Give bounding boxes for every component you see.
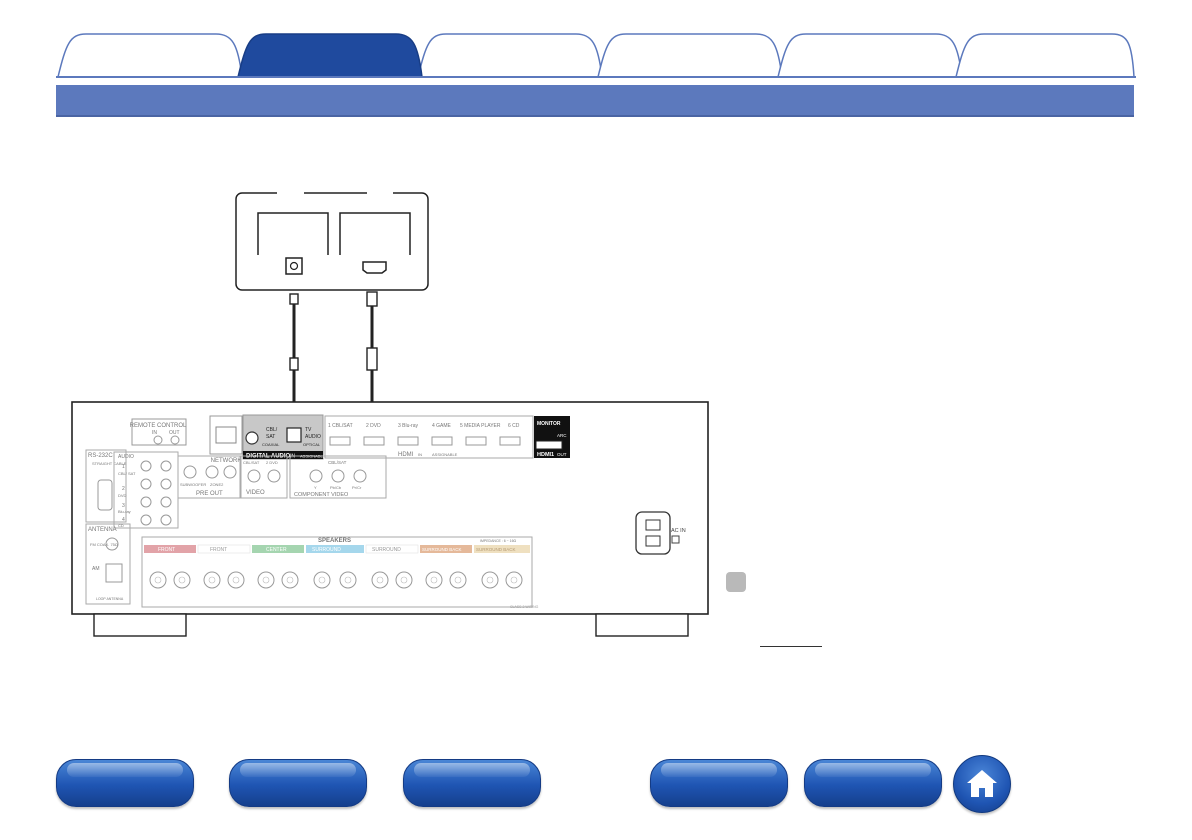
audio-label: AUDIO	[118, 454, 134, 460]
reference-underline	[760, 646, 822, 647]
tab-4[interactable]	[597, 33, 783, 78]
hdmi-in-label: IN	[418, 452, 422, 457]
coaxial-sat-label: SAT	[266, 434, 275, 440]
video-label: VIDEO	[246, 490, 265, 496]
connection-diagram: REMOTE CONTROL IN OUT NETWORK CBL/ SAT C…	[71, 191, 709, 637]
surround-r-label: SURROUND	[372, 547, 401, 553]
optical-label: OPTICAL	[303, 442, 321, 447]
rc-in-label: IN	[152, 430, 157, 436]
hdmi-in-3-label: 3 Blu-ray	[398, 423, 419, 429]
nav-button-1[interactable]	[56, 759, 194, 807]
front-r-label: FRONT	[210, 547, 227, 553]
optical-tv-label: TV	[305, 427, 312, 433]
home-button[interactable]	[953, 755, 1011, 813]
remote-control-label: REMOTE CONTROL	[130, 423, 187, 429]
audio-2-label: 2	[122, 486, 125, 492]
nav-button-5[interactable]	[804, 759, 942, 807]
zone2-label: ZONE2	[210, 482, 224, 487]
tab-1[interactable]	[57, 33, 243, 78]
video-dvd-label: 2 DVD	[266, 460, 278, 465]
video-cbl-sat-label: CBL/SAT	[243, 460, 260, 465]
component-pb-label: Pb/Cb	[330, 485, 342, 490]
component-pr-label: Pr/Cr	[352, 485, 362, 490]
audio-cd-label: CD	[118, 523, 124, 528]
class2-label: CLASS 2 WIRING	[510, 605, 539, 609]
tv-device	[235, 191, 429, 291]
hdmi-in-6-label: 6 CD	[508, 423, 520, 429]
hdmi-in-2-label: 2 DVD	[366, 423, 381, 429]
optical-audio-label: AUDIO	[305, 434, 321, 440]
hdmi-in-1-label: 1 CBL/SAT	[328, 423, 353, 429]
hdmi-label: HDMI	[398, 452, 414, 458]
ac-in-label: AC IN	[671, 528, 686, 534]
hdmi-out-label: OUT	[557, 452, 567, 457]
hdmi-in-4-label: 4 GAME	[432, 423, 452, 429]
nav-button-4[interactable]	[650, 759, 788, 807]
audio-dvd-label: DVD	[118, 493, 127, 498]
front-label: FRONT	[158, 547, 175, 553]
hdmi-assignable-label: ASSIGNABLE	[432, 452, 458, 457]
subwoofer-label: SUBWOOFER	[180, 482, 206, 487]
chapter-tabs	[56, 32, 1136, 78]
tv-hdmi-port	[362, 261, 387, 274]
monitor-label: MONITOR	[537, 421, 561, 427]
hdmi-in-5-label: 5 MEDIA PLAYER	[460, 423, 501, 429]
coaxial-cbl-label: CBL/	[266, 427, 278, 433]
rs232c-label: RS-232C	[88, 453, 113, 459]
audio-cbl-sat-label: CBL/ SAT	[118, 471, 136, 476]
audio-bluray-label: Blu-ray	[118, 509, 131, 514]
straight-cable-label: STRAIGHT CABLE	[92, 461, 127, 466]
pre-out-label: PRE OUT	[196, 491, 223, 497]
section-header-bar	[56, 85, 1134, 117]
nav-button-3[interactable]	[403, 759, 541, 807]
hdmi1-label: HDMI1	[537, 452, 554, 458]
tab-5[interactable]	[777, 33, 963, 78]
surround-back-r-label: SURROUND BACK	[476, 547, 516, 552]
nav-button-2[interactable]	[229, 759, 367, 807]
impedance-label: IMPEDANCE : 6 ~ 16Ω	[480, 539, 517, 543]
coaxial-label: COAXIAL	[262, 442, 280, 447]
audio-4-label: 4	[122, 517, 125, 523]
component-cbl-sat-label: CBL/SAT	[328, 460, 347, 465]
home-icon	[967, 770, 997, 797]
antenna-label: ANTENNA	[88, 527, 117, 533]
surround-back-label: SURROUND BACK	[422, 547, 462, 552]
receiver-rear-panel: REMOTE CONTROL IN OUT NETWORK CBL/ SAT C…	[71, 401, 709, 637]
arc-label: ARC	[557, 433, 567, 438]
tab-3[interactable]	[417, 33, 603, 78]
tab-6[interactable]	[955, 33, 1135, 78]
note-bullet-icon	[726, 572, 746, 592]
audio-1-label: 1	[122, 464, 125, 470]
component-video-label: COMPONENT VIDEO	[294, 492, 349, 498]
tv-optical-port	[285, 257, 303, 275]
center-label: CENTER	[266, 547, 287, 553]
surround-label: SURROUND	[312, 547, 341, 553]
tab-2-active[interactable]	[237, 33, 423, 78]
network-label: NETWORK	[211, 458, 242, 464]
fm-coax-label: FM COAX. 75Ω	[90, 542, 118, 547]
loop-antenna-label: LOOP ANTENNA	[96, 597, 124, 601]
rc-out-label: OUT	[169, 430, 180, 436]
speakers-label: SPEAKERS	[318, 538, 351, 544]
audio-3-label: 3	[122, 503, 125, 509]
component-y-label: Y	[314, 485, 317, 490]
am-label: AM	[92, 566, 100, 572]
